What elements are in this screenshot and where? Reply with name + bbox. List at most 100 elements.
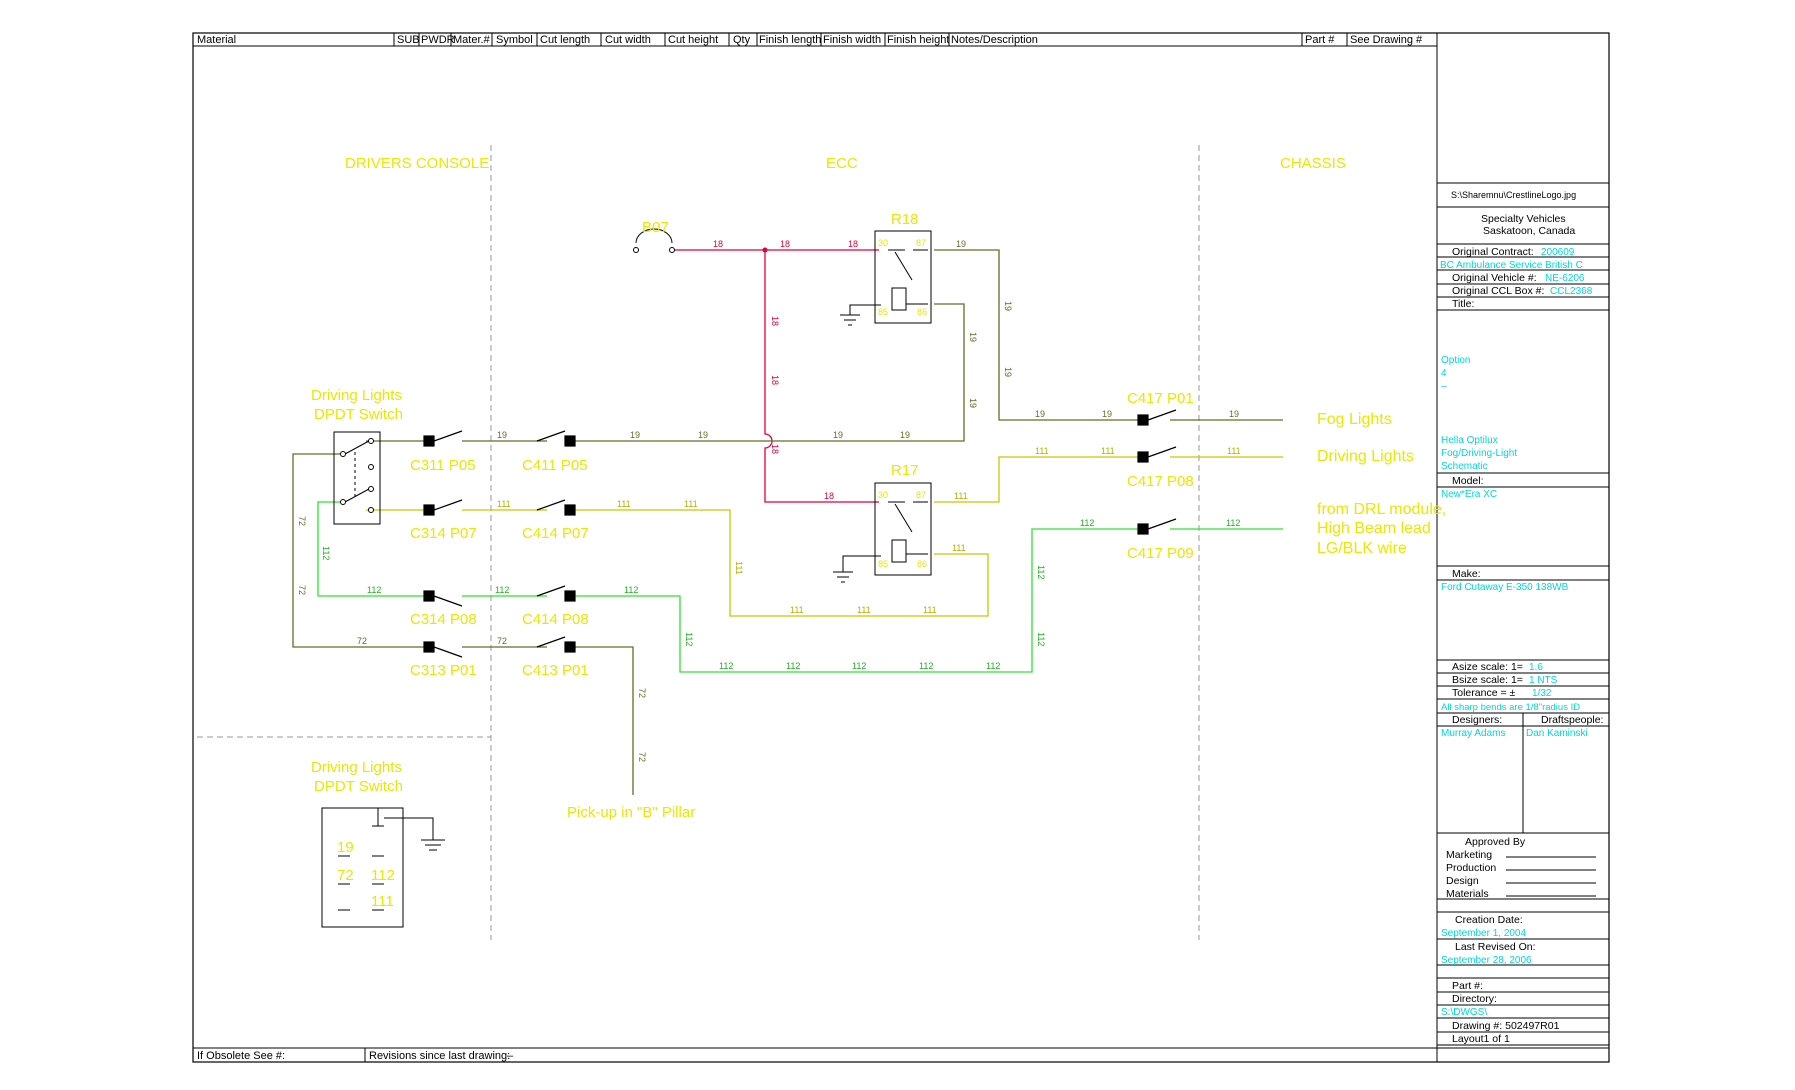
breaker-b07 (633, 228, 675, 253)
wire-label-72d: 72 (297, 585, 307, 595)
tb-title-2: 4 (1441, 368, 1447, 379)
tb-asize-value: 1.6 (1529, 662, 1543, 673)
tb-asize-label: Asize scale: 1= (1452, 661, 1523, 673)
wire-72-c413-pickup (575, 646, 634, 795)
tb-orig-contract-value: 200609 (1541, 247, 1575, 258)
relay-r17 (833, 482, 932, 583)
wire-label-19k: 19 (1003, 367, 1013, 377)
header-part-num: Part # (1305, 34, 1335, 46)
tb-approval-production: Production (1446, 862, 1496, 874)
wire-label-19c: 19 (698, 430, 708, 440)
tb-title-label: Title: (1452, 298, 1474, 310)
wire-label-19d: 19 (833, 430, 843, 440)
wire-label-18d: 18 (824, 491, 834, 501)
tb-part-label: Part #: (1452, 980, 1483, 992)
wire-label-111l: 111 (734, 561, 744, 575)
wire-label-111g: 111 (952, 543, 966, 553)
wire-label-111d: 111 (790, 605, 804, 615)
header-finish-length: Finish length (759, 34, 821, 46)
wire-label-111b: 111 (617, 499, 631, 509)
wire-label-72e: 72 (637, 688, 647, 698)
output-drl-line3: LG/BLK wire (1317, 540, 1407, 557)
header-notes: Notes/Description (951, 34, 1038, 46)
header-cut-length: Cut length (540, 34, 590, 46)
tb-revised-value: September 28, 2006 (1441, 955, 1532, 966)
connector-c417a: C417 P01 (1127, 390, 1194, 407)
sheet-border (192, 32, 1610, 1063)
header-finish-height: Finish height (887, 34, 949, 46)
wire-label-111e: 111 (857, 605, 871, 615)
tb-orig-ccl-label: Original CCL Box #: (1452, 285, 1544, 297)
tb-approval-marketing: Marketing (1446, 849, 1492, 861)
wire-112-c414-c417 (575, 528, 1141, 673)
output-driving-lights: Driving Lights (1317, 448, 1414, 465)
r17-pin-85: 85 (878, 559, 888, 569)
tb-bends: All sharp bends are 1/8"radius ID (1441, 702, 1580, 713)
footer-revisions: Revisions since last drawing: (369, 1050, 510, 1062)
tb-creation-label: Creation Date: (1455, 914, 1523, 926)
wire-label-18b: 18 (780, 239, 790, 249)
tb-model-value: New*Era XC (1441, 489, 1497, 500)
connector-c411: C411 P05 (522, 457, 588, 474)
tb-approved-label: Approved By (1465, 836, 1526, 848)
wire-label-19a: 19 (497, 430, 507, 440)
wire-label-18f: 18 (770, 375, 780, 385)
breaker-label: B07 (642, 219, 669, 236)
tb-orig-contract-label: Original Contract: (1452, 246, 1534, 258)
relay-r18 (840, 230, 932, 326)
section-drivers-console: DRIVERS CONSOLE (345, 155, 489, 172)
wire-label-18e: 18 (770, 316, 780, 326)
r17-pin-86: 86 (917, 559, 927, 569)
wire-label-18c: 18 (848, 239, 858, 249)
tb-approval-materials: Materials (1446, 888, 1489, 900)
wire-label-19f: 19 (956, 239, 966, 249)
wire-label-19l: 19 (968, 332, 978, 342)
header-finish-width: Finish width (823, 34, 881, 46)
tb-approval-design: Design (1446, 875, 1479, 887)
wire-label-112m: 112 (1036, 565, 1046, 579)
tb-draftsperson: Dan Kaminski (1526, 728, 1588, 739)
tb-dir-label: Directory: (1452, 993, 1497, 1005)
tb-orig-vehicle-value: NE-6206 (1545, 273, 1585, 284)
tb-drawing-label: Drawing #: 502497R01 (1452, 1020, 1560, 1032)
tb-orig-ccl-value: CCL2368 (1550, 286, 1593, 297)
tb-title-3: – (1441, 381, 1447, 392)
wire-111-c414-r17 (575, 509, 989, 617)
connector-c314b: C314 P08 (410, 611, 477, 628)
tb-bsize-label: Bsize scale: 1= (1452, 674, 1523, 686)
dpdt-switch (333, 431, 381, 525)
wire-label-19e: 19 (900, 430, 910, 440)
header-symbol: Symbol (496, 34, 533, 46)
pinout-111: 111 (371, 893, 394, 910)
header-qty: Qty (733, 34, 751, 46)
connector-c414a: C414 P07 (522, 525, 589, 542)
pickup-label: Pick-up in "B" Pillar (567, 804, 695, 821)
wire-label-18g: 18 (770, 444, 780, 454)
switch2-label-line1: Driving Lights (311, 759, 402, 776)
tb-customer: BC Ambulance Service British C (1440, 260, 1583, 271)
relay-r17-label: R17 (891, 462, 919, 479)
output-drl-line1: from DRL module, (1317, 501, 1446, 518)
relay-r18-label: R18 (891, 211, 919, 228)
r18-pin-86: 86 (917, 307, 927, 317)
section-chassis: CHASSIS (1280, 155, 1346, 172)
tb-desc-3: Schematic (1441, 461, 1488, 472)
switch-label-line1: Driving Lights (311, 387, 402, 404)
wire-label-72a: 72 (357, 636, 367, 646)
wire-label-19h: 19 (1102, 409, 1112, 419)
wire-19-c411-r18 (575, 303, 965, 442)
tb-company-2: Saskatoon, Canada (1483, 225, 1575, 237)
header-cut-height: Cut height (668, 34, 718, 46)
header-mater-num: Mater.# (453, 34, 491, 46)
footer-obsolete: If Obsolete See #: (197, 1050, 285, 1062)
tb-make-label: Make: (1452, 568, 1481, 580)
header-see-drawing: See Drawing # (1350, 34, 1423, 46)
wire-label-112g: 112 (919, 661, 933, 671)
wire-111-r17-c417 (934, 456, 1141, 503)
output-fog-lights: Fog Lights (1317, 411, 1392, 428)
pinout-112: 112 (371, 867, 395, 884)
header-sub: SUB (397, 34, 420, 46)
tb-drafts-label: Draftspeople: (1541, 714, 1603, 726)
wire-19-r18-c417 (934, 249, 1141, 421)
